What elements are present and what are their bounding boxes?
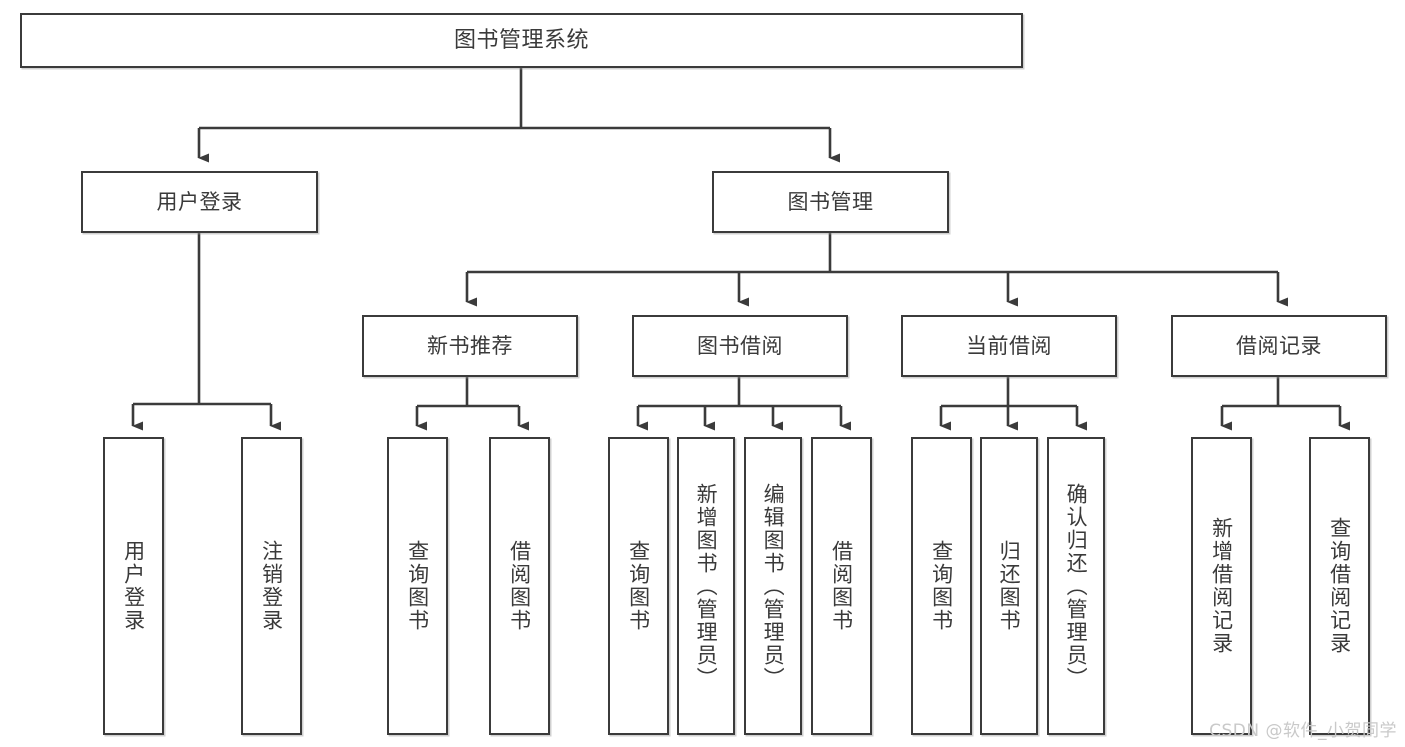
watermark: CSDN @软件_小贺同学 xyxy=(1209,721,1397,741)
node-label: 编辑图书（管理员） xyxy=(761,482,786,690)
leaf-query-book-recommend[interactable]: 查询图书 xyxy=(387,437,448,735)
node-label: 借阅图书 xyxy=(829,540,854,632)
node-label: 新增借阅记录 xyxy=(1209,517,1234,655)
node-label: 注销登录 xyxy=(259,540,284,632)
node-label: 用户登录 xyxy=(121,540,146,632)
node-user-login[interactable]: 用户登录 xyxy=(81,171,318,233)
node-new-book-recommend[interactable]: 新书推荐 xyxy=(362,315,578,377)
node-label: 图书管理 xyxy=(787,189,874,214)
node-label: 确认归还（管理员） xyxy=(1064,482,1089,690)
node-borrow-record[interactable]: 借阅记录 xyxy=(1171,315,1387,377)
leaf-edit-book-admin[interactable]: 编辑图书（管理员） xyxy=(744,437,802,735)
node-label: 图书管理系统 xyxy=(453,27,589,53)
leaf-logout[interactable]: 注销登录 xyxy=(241,437,302,735)
leaf-return-book[interactable]: 归还图书 xyxy=(980,437,1038,735)
node-label: 新书推荐 xyxy=(427,333,513,358)
leaf-borrow-book[interactable]: 借阅图书 xyxy=(811,437,872,735)
leaf-confirm-return-admin[interactable]: 确认归还（管理员） xyxy=(1047,437,1105,735)
node-label: 查询图书 xyxy=(405,540,430,632)
leaf-query-borrow-record[interactable]: 查询借阅记录 xyxy=(1309,437,1370,735)
leaf-user-login[interactable]: 用户登录 xyxy=(103,437,164,735)
leaf-add-borrow-record[interactable]: 新增借阅记录 xyxy=(1191,437,1252,735)
node-current-borrow[interactable]: 当前借阅 xyxy=(901,315,1117,377)
node-label: 当前借阅 xyxy=(966,333,1052,358)
node-root-system[interactable]: 图书管理系统 xyxy=(20,13,1023,68)
node-label: 查询图书 xyxy=(626,540,651,632)
node-book-management[interactable]: 图书管理 xyxy=(712,171,949,233)
node-label: 归还图书 xyxy=(997,540,1022,632)
leaf-query-book-current[interactable]: 查询图书 xyxy=(911,437,972,735)
node-label: 借阅图书 xyxy=(507,540,532,632)
leaf-add-book-admin[interactable]: 新增图书（管理员） xyxy=(677,437,735,735)
node-book-borrow[interactable]: 图书借阅 xyxy=(632,315,848,377)
leaf-borrow-book-recommend[interactable]: 借阅图书 xyxy=(489,437,550,735)
node-label: 新增图书（管理员） xyxy=(694,482,719,690)
node-label: 查询借阅记录 xyxy=(1327,517,1352,655)
leaf-query-book[interactable]: 查询图书 xyxy=(608,437,669,735)
node-label: 查询图书 xyxy=(929,540,954,632)
node-label: 用户登录 xyxy=(156,189,243,214)
node-label: 图书借阅 xyxy=(697,333,783,358)
node-label: 借阅记录 xyxy=(1236,333,1322,358)
